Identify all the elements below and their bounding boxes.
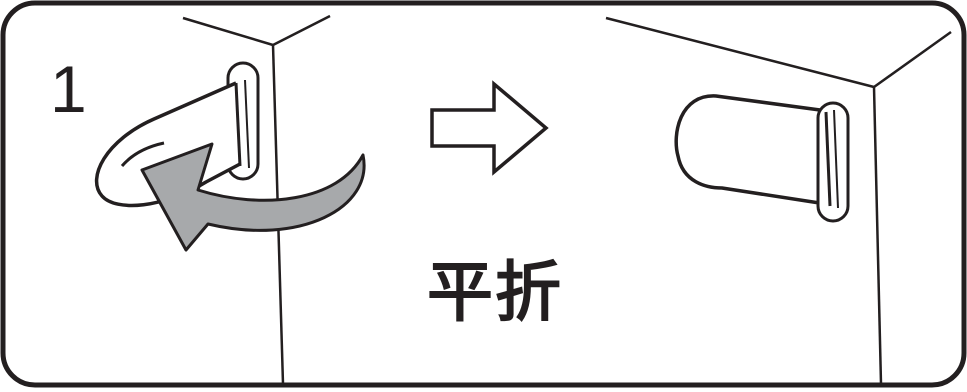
right-box	[605, 16, 952, 385]
strap-end-inner-line	[833, 109, 839, 209]
strap-end-inner-line	[244, 79, 250, 169]
strap-fold-edge	[120, 141, 165, 167]
right-arrow-outline-icon	[430, 80, 549, 176]
curved-rotate-arrow-icon	[140, 142, 366, 252]
right-strap-slot	[816, 101, 850, 223]
flat-strap	[674, 94, 828, 206]
flat-strap-illustration	[674, 94, 850, 223]
caption-label: 平折	[427, 254, 563, 331]
strap-end-line	[824, 111, 832, 207]
strap-end-line	[234, 82, 242, 167]
step-number: 1	[50, 52, 87, 126]
